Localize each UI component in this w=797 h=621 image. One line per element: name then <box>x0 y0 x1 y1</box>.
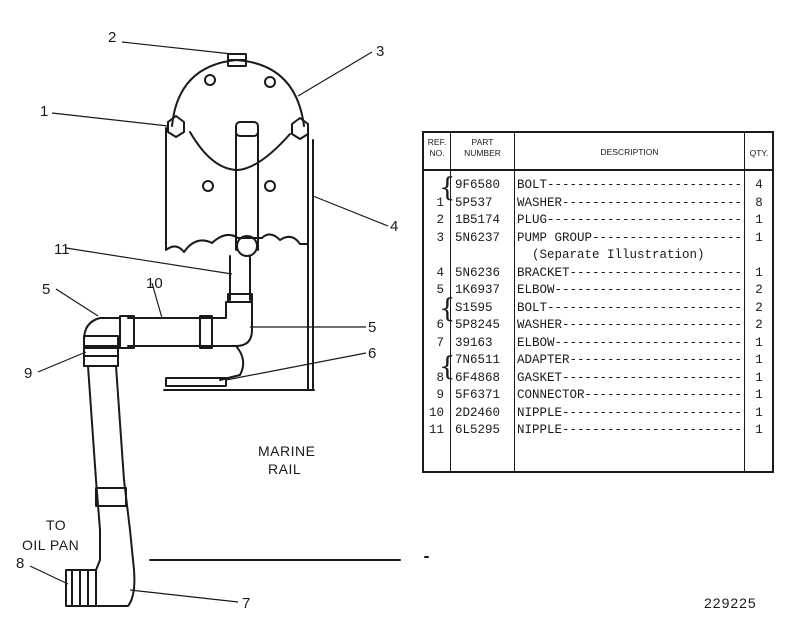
table-cell-qty: 1 <box>755 265 763 280</box>
header-description: DESCRIPTION <box>600 147 659 157</box>
table-cell-part-number: S1595 <box>455 300 493 315</box>
table-cell-qty: 2 <box>755 300 763 315</box>
table-cell-part-number: 5P537 <box>455 195 493 210</box>
table-cell-part-number: 6L5295 <box>455 423 501 437</box>
table-cell-part-number: 39163 <box>455 335 493 350</box>
bolt <box>167 115 185 138</box>
table-cell-ref: 4 <box>436 265 444 280</box>
table-cell-description: BOLT--------------------------------- <box>517 178 742 192</box>
table-cell-ref: 10 <box>428 405 444 420</box>
table-cell-qty: 8 <box>755 195 763 210</box>
callout-2: 2 <box>108 29 116 46</box>
table-cell-description: ELBOW-------------------------------- <box>517 335 742 350</box>
bolt <box>291 117 309 140</box>
table-cell-qty: 2 <box>755 318 763 332</box>
table-cell-part-number: 5P8245 <box>455 318 501 332</box>
callout-10: 10 <box>146 275 163 292</box>
table-cell-ref: 8 <box>436 370 444 385</box>
table-cell-part-number: 5F6371 <box>455 388 501 402</box>
callout-3: 3 <box>376 43 384 60</box>
brace-ref-8: { <box>439 352 456 382</box>
table-cell-qty: 1 <box>755 405 763 420</box>
header-part-number: PART NUMBER <box>464 137 501 158</box>
table-cell-description: PUMP GROUP--------------------------- <box>517 230 742 245</box>
pump-group-dome <box>171 59 305 127</box>
table-cell-qty: 1 <box>755 213 763 227</box>
callout-8: 8 <box>16 555 24 572</box>
callout-11: 11 <box>54 241 70 258</box>
table-cell-description: WASHER------------------------------- <box>517 195 742 210</box>
table-cell-qty: 1 <box>755 230 763 245</box>
table-cell-qty: 4 <box>755 178 763 192</box>
table-cell-ref: 11 <box>428 423 444 437</box>
header-qty: QTY. <box>749 148 769 158</box>
table-cell-qty: 2 <box>755 283 763 297</box>
table-cell-ref: 1 <box>436 195 444 210</box>
callout-4: 4 <box>390 218 398 235</box>
oil-hose <box>87 365 131 531</box>
table-cell-description: NIPPLE------------------------------- <box>517 423 742 437</box>
bracket-plate <box>165 125 309 253</box>
nipple-10 <box>127 317 213 347</box>
table-cell-qty: 1 <box>755 353 763 367</box>
table-cell-part-number: 7N6511 <box>455 353 501 367</box>
table-cell-ref: 2 <box>436 213 444 227</box>
table-cell-description: BOLT--------------------------------- <box>517 300 742 315</box>
table-cell-ref: 9 <box>436 388 444 402</box>
table-cell-part-number: 9F6580 <box>455 178 501 192</box>
table-cell-part-number: 5N6236 <box>455 265 501 280</box>
callout-1: 1 <box>40 103 48 120</box>
callout-5-left: 5 <box>42 281 50 298</box>
table-cell-description: BRACKET------------------------------ <box>517 265 742 280</box>
parts-table: REF. NO. PART NUMBER DESCRIPTION QTY. { … <box>422 131 774 473</box>
table-cell-part-number: 1B5174 <box>455 213 501 227</box>
table-cell-description: (Separate Illustration) <box>517 248 705 262</box>
figure-id: 229225 <box>704 595 757 611</box>
callout-6: 6 <box>368 345 376 362</box>
callout-7: 7 <box>242 595 250 612</box>
callout-5-right: 5 <box>368 319 376 336</box>
table-cell-description: ADAPTER------------------------------ <box>517 353 742 367</box>
table-cell-qty: 1 <box>755 335 763 350</box>
nipple-11 <box>229 255 251 301</box>
brace-ref-6: { <box>439 294 456 324</box>
table-cell-description: GASKET------------------------------- <box>517 370 742 385</box>
table-cell-qty: 1 <box>755 388 763 402</box>
brace-ref-1: { <box>439 173 456 203</box>
header-ref: REF. NO. <box>427 137 447 158</box>
table-cell-description: NIPPLE------------------------------- <box>517 405 742 420</box>
elbow-5-left <box>83 317 121 349</box>
table-cell-description: CONNECTOR---------------------------- <box>517 388 742 402</box>
table-cell-part-number: 2D2460 <box>455 405 501 420</box>
table-cell-part-number: 5N6237 <box>455 230 501 245</box>
table-cell-ref: 6 <box>436 318 444 332</box>
table-cell-part-number: 6F4868 <box>455 370 501 385</box>
callout-9: 9 <box>24 365 32 382</box>
table-cell-qty: 1 <box>755 370 763 385</box>
table-cell-ref: 5 <box>436 283 444 297</box>
table-cell-description: WASHER------------------------------- <box>517 318 742 332</box>
pump-outlet-tube <box>235 129 259 251</box>
table-cell-ref: 7 <box>436 335 444 350</box>
elbow-5-right <box>211 301 253 347</box>
marine-rail-label-1: MARINE <box>258 443 315 459</box>
table-cell-ref: 3 <box>436 230 444 245</box>
table-cell-description: ELBOW-------------------------------- <box>517 283 742 297</box>
marine-rail-label-2: RAIL <box>268 461 301 477</box>
table-cell-qty: 1 <box>755 423 763 437</box>
table-cell-part-number: 1K6937 <box>455 283 501 297</box>
to-oil-pan-label-1: TO <box>46 517 66 533</box>
to-oil-pan-label-2: OIL PAN <box>22 537 79 553</box>
elbow-7 <box>95 529 136 607</box>
bolt-6-base <box>165 377 227 387</box>
connector-9 <box>83 335 119 367</box>
table-cell-description: PLUG--------------------------------- <box>517 213 742 227</box>
